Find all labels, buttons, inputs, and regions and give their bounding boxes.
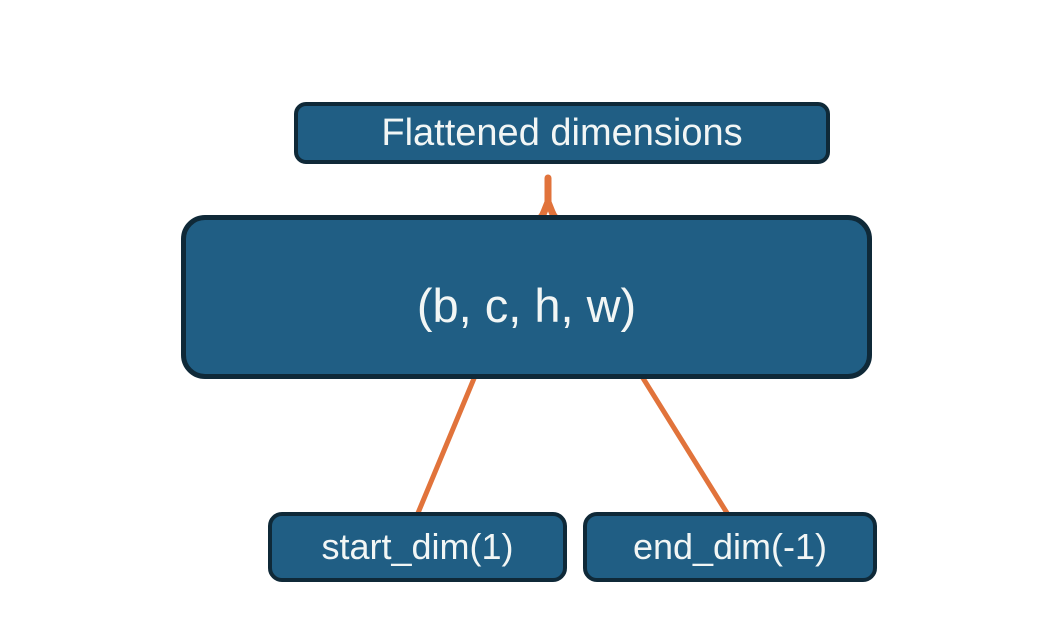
node-end-dim: end_dim(-1) xyxy=(583,512,877,582)
node-start-dim: start_dim(1) xyxy=(268,512,567,582)
node-tensor-shape: (b, c, h, w) xyxy=(181,215,872,379)
node-flattened-dimensions-label: Flattened dimensions xyxy=(381,112,743,154)
node-end-dim-label: end_dim(-1) xyxy=(632,526,828,567)
node-flattened-dimensions: Flattened dimensions xyxy=(294,102,830,164)
node-start-dim-label: start_dim(1) xyxy=(321,526,514,567)
node-tensor-shape-label: (b, c, h, w) xyxy=(416,278,637,332)
